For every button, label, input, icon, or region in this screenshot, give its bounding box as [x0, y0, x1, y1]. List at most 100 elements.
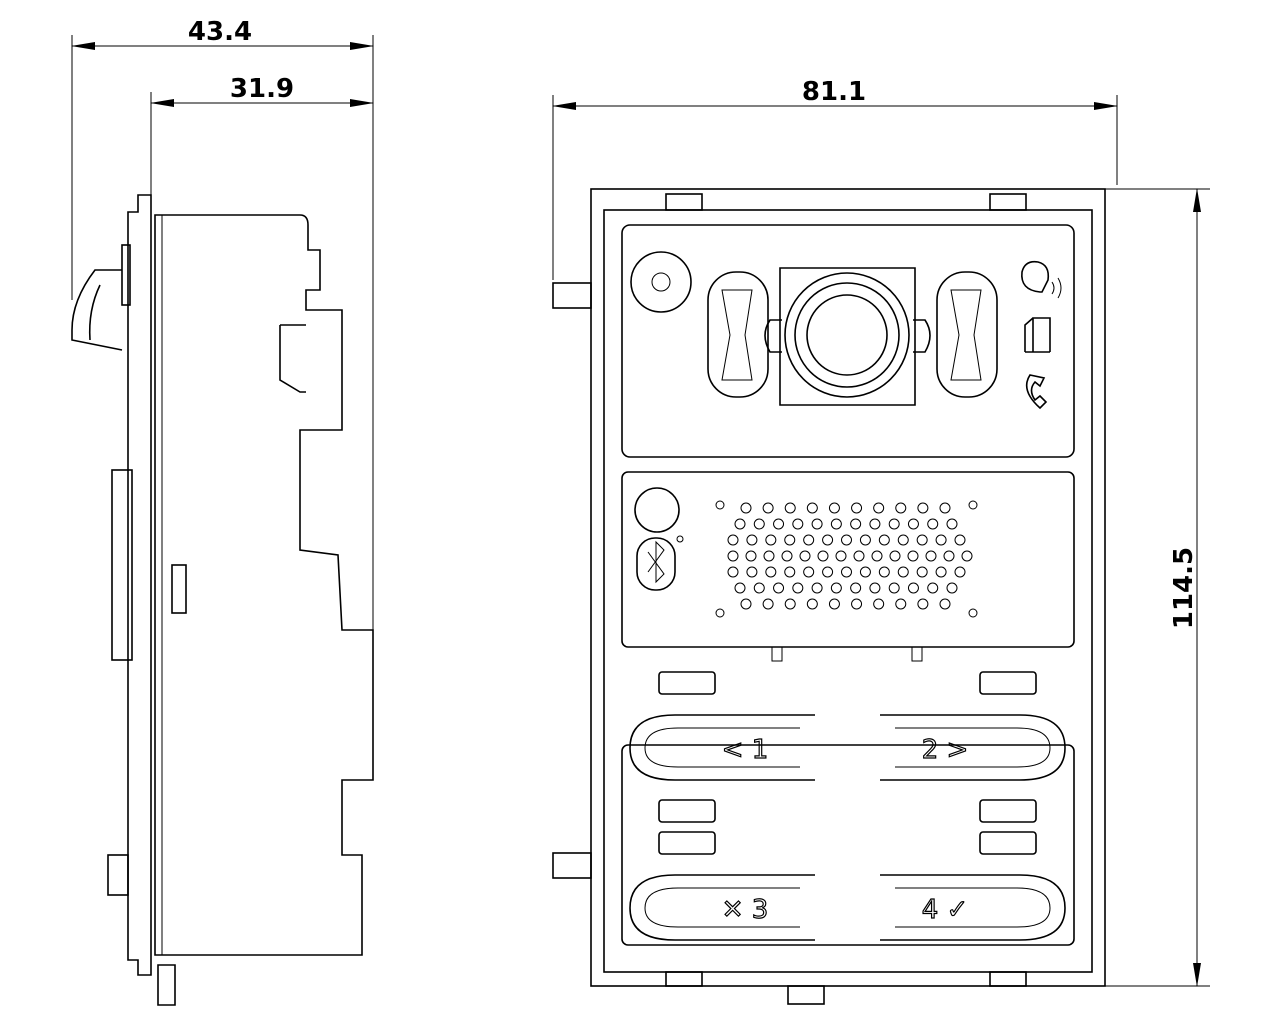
- grille-hole: [841, 534, 852, 546]
- dimension-label: 43.4: [188, 17, 252, 47]
- grille-hole: [907, 550, 919, 562]
- grille-hole: [822, 534, 834, 546]
- grille-hole: [916, 534, 928, 546]
- button-4[interactable]: 4 ✓: [880, 874, 1066, 941]
- grille-hole: [745, 550, 757, 562]
- grille-hole: [799, 550, 811, 562]
- grille-hole: [773, 582, 785, 594]
- grille-hole: [851, 598, 863, 610]
- grille-hole: [935, 534, 947, 546]
- grille-hole: [954, 566, 966, 578]
- grille-hole: [740, 502, 752, 514]
- bluetooth-icon: [636, 535, 684, 591]
- grille-hole: [927, 518, 939, 530]
- grille-hole: [939, 502, 951, 514]
- grille-hole: [817, 550, 829, 562]
- button-label: 4 ✓: [922, 895, 969, 925]
- grille-hole: [873, 598, 885, 610]
- grille-hole: [806, 598, 818, 610]
- grille-hole: [792, 518, 804, 530]
- button-3[interactable]: ✕ 3: [629, 874, 815, 941]
- grille-hole: [734, 582, 746, 594]
- grille-hole: [917, 502, 929, 514]
- grille-hole: [871, 550, 883, 562]
- grille-hole: [851, 502, 863, 514]
- grille-hole: [792, 582, 804, 594]
- grille-hole: [822, 566, 834, 578]
- grille-hole: [873, 502, 885, 514]
- grille-hole: [753, 518, 765, 530]
- camera-lens-profile: [71, 269, 123, 351]
- button-1[interactable]: < 1: [629, 714, 815, 781]
- grille-hole: [746, 566, 758, 578]
- grille-hole: [907, 582, 919, 594]
- grille-hole: [784, 598, 796, 610]
- grille-hole: [859, 534, 871, 546]
- grille-hole: [927, 582, 939, 594]
- grille-hole: [946, 518, 958, 530]
- grille-hole: [828, 598, 840, 610]
- grille-hole: [917, 598, 929, 610]
- grille-hole: [954, 534, 966, 546]
- grille-hole: [762, 598, 774, 610]
- grille-hole: [916, 566, 928, 578]
- button-label: 2 >: [922, 735, 969, 765]
- dimension-label: 31.9: [230, 74, 294, 104]
- grille-hole: [939, 598, 951, 610]
- grille-hole: [895, 598, 907, 610]
- left-indicator-light: [707, 271, 769, 398]
- grille-hole: [727, 566, 739, 578]
- dimension-31-9: 31.9: [150, 74, 374, 640]
- front-view: < 1 2 > ✕ 3 4 ✓: [552, 188, 1106, 1005]
- secondary-sensor-icon: [634, 487, 680, 533]
- grille-hole: [828, 502, 840, 514]
- dimension-114-5: 114.5: [1105, 188, 1210, 987]
- phone-icon: [1025, 374, 1048, 410]
- grille-hole: [763, 550, 775, 562]
- dimension-81-1: 81.1: [552, 77, 1118, 280]
- door-open-icon: [1024, 317, 1051, 353]
- grille-hole: [841, 566, 852, 578]
- grille-hole: [850, 582, 862, 594]
- grille-hole: [850, 518, 862, 530]
- grille-hole: [727, 534, 739, 546]
- grille-hole: [727, 550, 739, 562]
- grille-hole: [765, 534, 777, 546]
- grille-hole: [762, 502, 774, 514]
- grille-hole: [740, 598, 752, 610]
- grille-hole: [734, 518, 746, 530]
- button-2[interactable]: 2 >: [880, 714, 1066, 781]
- grille-hole: [895, 502, 907, 514]
- grille-hole: [878, 534, 890, 546]
- grille-hole: [835, 550, 847, 562]
- grille-hole: [773, 518, 785, 530]
- dimension-label: 114.5: [1169, 547, 1199, 629]
- grille-hole: [746, 534, 758, 546]
- grille-hole: [943, 550, 955, 562]
- microphone-icon: [630, 251, 692, 313]
- grille-hole: [765, 566, 777, 578]
- button-label: < 1: [722, 735, 769, 765]
- grille-hole: [784, 502, 796, 514]
- grille-hole: [753, 582, 765, 594]
- grille-hole: [859, 566, 871, 578]
- grille-hole: [830, 582, 842, 594]
- grille-hole: [946, 582, 958, 594]
- grille-hole: [897, 534, 909, 546]
- grille-hole: [811, 582, 823, 594]
- grille-hole: [925, 550, 937, 562]
- grille-hole: [878, 566, 890, 578]
- grille-hole: [935, 566, 947, 578]
- right-indicator-light: [936, 271, 998, 398]
- grille-hole: [803, 534, 815, 546]
- grille-hole: [853, 550, 865, 562]
- grille-hole: [888, 518, 900, 530]
- grille-hole: [889, 550, 901, 562]
- grille-hole: [869, 518, 881, 530]
- side-view: [71, 194, 374, 1006]
- grille-hole: [781, 550, 793, 562]
- button-label: ✕ 3: [722, 895, 769, 925]
- grille-hole: [907, 518, 919, 530]
- grille-hole: [803, 566, 815, 578]
